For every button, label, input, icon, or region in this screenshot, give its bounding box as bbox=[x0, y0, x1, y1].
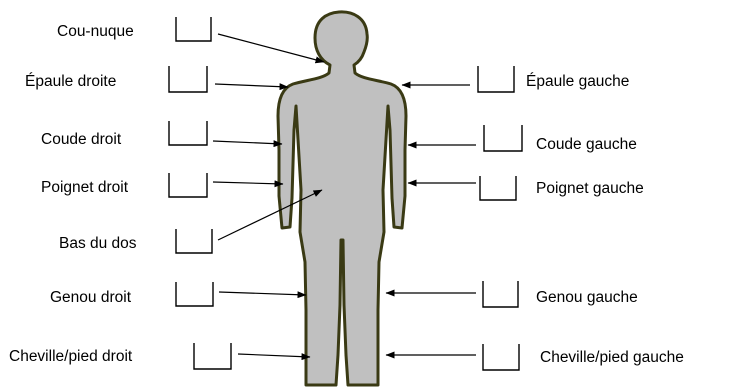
label-ankle-right: Cheville/pied droit bbox=[9, 348, 133, 365]
pointer-wrist-right bbox=[213, 182, 283, 184]
label-lower-back: Bas du dos bbox=[59, 235, 137, 252]
checkbox-ankle-left[interactable] bbox=[483, 344, 519, 370]
checkbox-shoulder-left[interactable] bbox=[478, 66, 514, 92]
checkbox-ankle-right[interactable] bbox=[194, 343, 231, 369]
pointer-ankle-right bbox=[238, 354, 310, 357]
label-wrist-right: Poignet droit bbox=[41, 179, 129, 196]
label-knee-right: Genou droit bbox=[50, 289, 132, 306]
checkbox-wrist-left[interactable] bbox=[480, 176, 516, 200]
human-body-silhouette bbox=[278, 12, 406, 385]
checkbox-elbow-left[interactable] bbox=[484, 125, 522, 151]
label-elbow-left: Coude gauche bbox=[536, 136, 637, 153]
pointer-knee-right bbox=[219, 292, 306, 295]
checkbox-shoulder-right[interactable] bbox=[169, 66, 207, 92]
label-shoulder-right: Épaule droite bbox=[25, 73, 116, 90]
pointer-neck bbox=[218, 34, 324, 62]
label-neck: Cou-nuque bbox=[57, 23, 134, 40]
pointer-shoulder-right bbox=[215, 84, 288, 87]
checkbox-elbow-right[interactable] bbox=[169, 121, 207, 145]
checkbox-lower-back[interactable] bbox=[176, 229, 212, 253]
checkbox-knee-left[interactable] bbox=[483, 281, 518, 307]
label-ankle-left: Cheville/pied gauche bbox=[540, 349, 684, 366]
label-elbow-right: Coude droit bbox=[41, 131, 122, 148]
label-shoulder-left: Épaule gauche bbox=[526, 73, 629, 90]
checkbox-neck[interactable] bbox=[176, 17, 211, 41]
checkbox-knee-right[interactable] bbox=[176, 282, 213, 306]
label-knee-left: Genou gauche bbox=[536, 289, 638, 306]
label-wrist-left: Poignet gauche bbox=[536, 180, 644, 197]
checkbox-wrist-right[interactable] bbox=[169, 173, 207, 197]
pointer-elbow-right bbox=[213, 141, 282, 144]
